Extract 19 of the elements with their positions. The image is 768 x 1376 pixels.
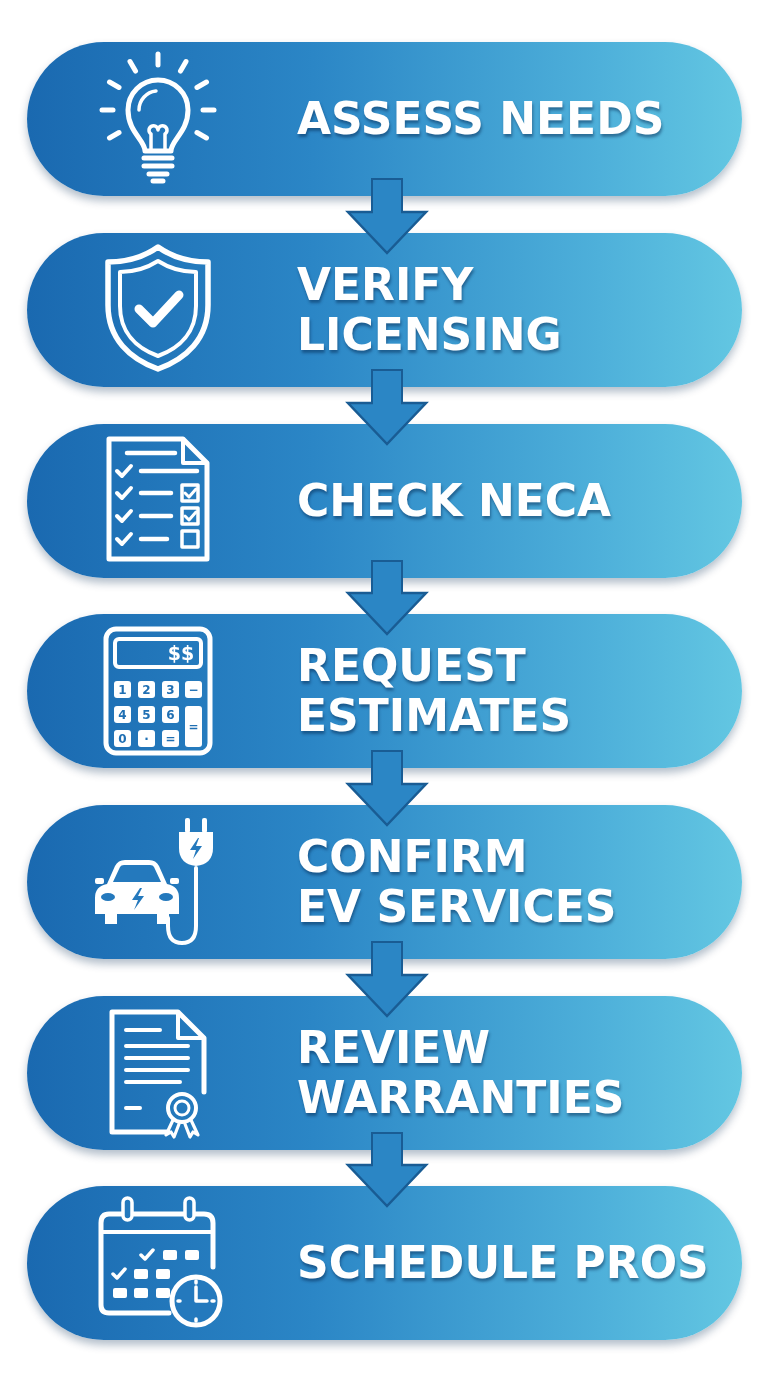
step-title: CONFIRM EV SERVICES xyxy=(297,832,617,932)
key-label: 2 xyxy=(142,683,151,696)
key-label: = xyxy=(165,732,176,745)
step-title: VERIFY LICENSING xyxy=(297,260,562,360)
step-title: SCHEDULE PROS xyxy=(297,1238,709,1288)
key-label: 1 xyxy=(118,683,127,696)
key-label: 4 xyxy=(118,708,127,721)
key-label: 5 xyxy=(142,708,151,721)
step-title: REQUEST ESTIMATES xyxy=(297,641,572,741)
key-label: = xyxy=(188,720,199,733)
step-title: REVIEW WARRANTIES xyxy=(297,1023,625,1123)
display-text: $$ xyxy=(167,643,195,663)
key-label: 3 xyxy=(166,683,175,696)
step-title: CHECK NECA xyxy=(297,476,612,526)
key-label: 6 xyxy=(166,708,175,721)
key-label: − xyxy=(188,683,199,696)
key-label: 0 xyxy=(118,732,127,745)
key-label: · xyxy=(144,732,149,745)
step-title: ASSESS NEEDS xyxy=(297,94,665,144)
